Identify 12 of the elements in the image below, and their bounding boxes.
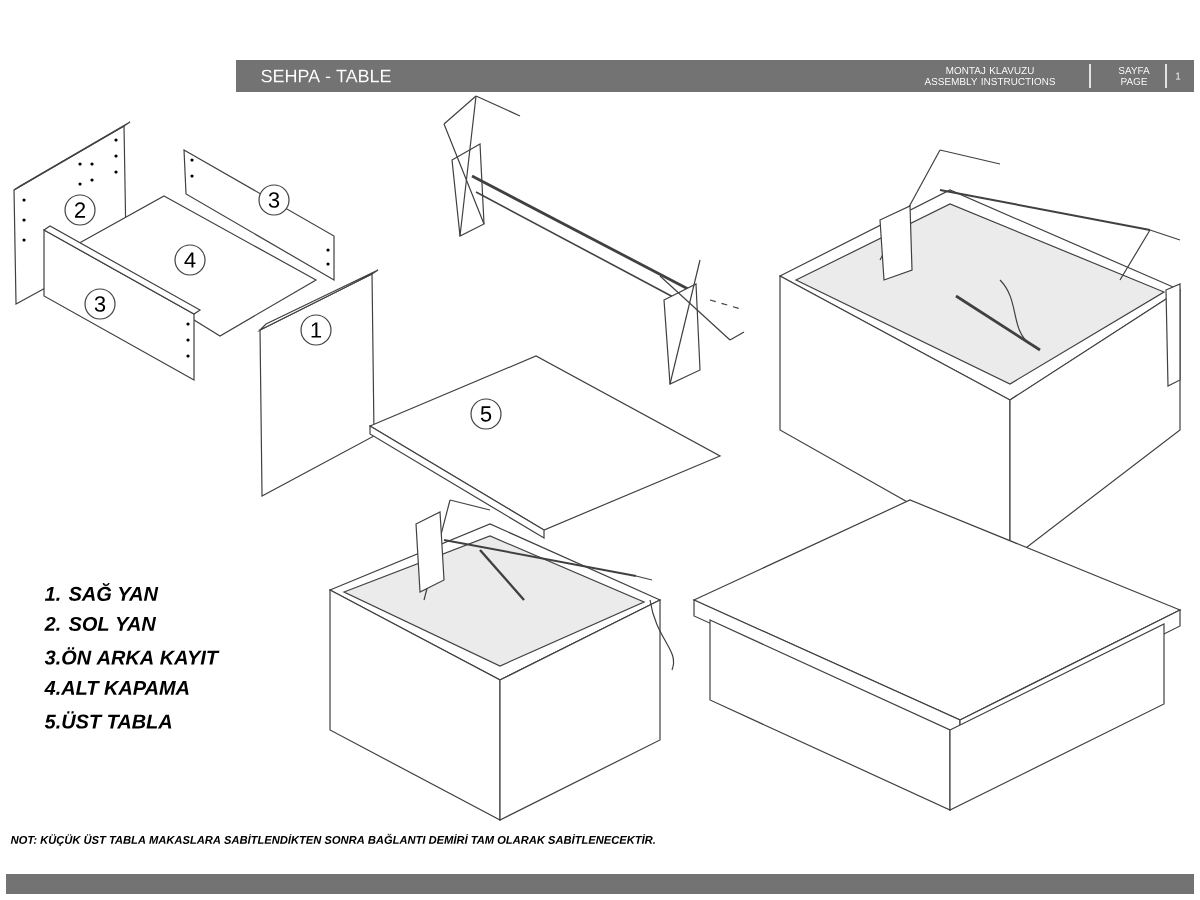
callout-number: 4: [174, 244, 206, 276]
callout-number: 5: [470, 398, 502, 430]
callout-number: 2: [64, 194, 96, 226]
parts-list-item: 4.ALT KAPAMA: [44, 681, 189, 695]
callout-number: 3: [258, 184, 290, 216]
callout-number: 3: [84, 288, 116, 320]
parts-list-item: 1. SAĞ YAN: [44, 583, 159, 601]
callout-number: 1: [300, 314, 332, 346]
parts-list-item: 2. SOL YAN: [44, 616, 157, 632]
header-title: SEHPA - TABLE: [261, 69, 391, 83]
parts-list-item: 5.ÜST TABLA: [44, 711, 172, 729]
parts-list-item: 3.ÖN ARKA KAYIT: [44, 647, 220, 665]
